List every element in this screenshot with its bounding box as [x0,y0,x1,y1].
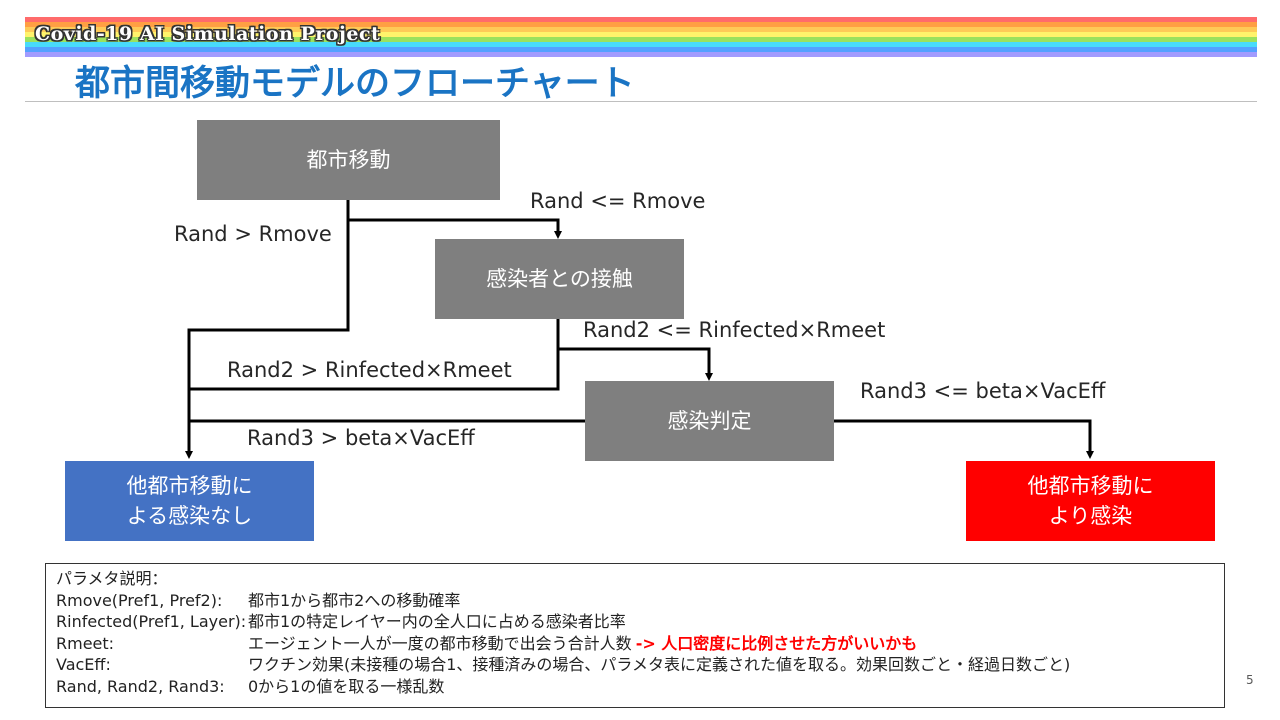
node-contact-infected: 感染者との接触 [435,239,684,319]
rainbow-stripe [25,37,1257,42]
legend-desc: ワクチン効果(未接種の場合1、接種済みの場合、パラメタ表に定義された値を取る。効… [248,655,1071,674]
edge-move-no [185,220,350,459]
legend-desc: 都市1から都市2への移動確率 [248,590,461,610]
label-judge-no: Rand3 > beta×VacEff [247,426,475,450]
page-number: 5 [1246,673,1254,687]
legend-row: VacEff: ワクチン効果(未接種の場合1、接種済みの場合、パラメタ表に定義さ… [56,654,1214,676]
legend-desc: 0から1の値を取る一様乱数 [248,676,445,696]
node-city-move: 都市移動 [197,120,500,200]
rainbow-stripe [25,27,1257,32]
legend-key: Rinfected(Pref1, Layer): [56,612,247,631]
label-contact-yes: Rand2 <= Rinfected×Rmeet [583,318,886,342]
node-no-infection: 他都市移動に よる感染なし [65,461,314,541]
node-infection: 他都市移動に より感染 [966,461,1215,541]
label-contact-no: Rand2 > Rinfected×Rmeet [227,358,512,382]
rainbow-stripe [25,32,1257,37]
legend-key: Rand, Rand2, Rand3: [56,676,225,696]
edge-judge-yes [834,419,1094,459]
edge-contact-no [189,349,560,391]
rainbow-stripes [25,17,1257,57]
parameter-legend: パラメタ説明： Rmove(Pref1, Pref2): 都市1から都市2への移… [45,563,1225,708]
rainbow-stripe [25,22,1257,27]
legend-row: Rinfected(Pref1, Layer): 都市1の特定レイヤー内の全人口… [56,611,1214,633]
legend-note: -> 人口密度に比例させた方がいいかも [635,633,918,653]
rainbow-stripe [25,47,1257,52]
legend-desc: エージェント一人が一度の都市移動で出会う合計人数 [248,633,632,653]
legend-key: Rmove(Pref1, Pref2): [56,590,223,610]
legend-key: Rmeet: [56,633,115,653]
title-divider [25,101,1257,102]
page-title: 都市間移動モデルのフローチャート [75,64,635,104]
node-infection-judgement: 感染判定 [585,381,834,461]
rainbow-stripe [25,42,1257,47]
rainbow-banner: Covid-19 AI Simulation Project [25,17,1257,57]
rainbow-stripe [25,52,1257,57]
edge-contact-yes [556,319,713,381]
edge-move-yes [346,200,562,239]
legend-desc: 都市1の特定レイヤー内の全人口に占める感染者比率 [248,612,626,631]
rainbow-stripe [25,17,1257,22]
banner-title: Covid-19 AI Simulation Project [35,23,381,45]
legend-key: VacEff: [56,655,111,674]
label-judge-yes: Rand3 <= beta×VacEff [860,379,1106,403]
legend-heading: パラメタ説明： [56,569,168,588]
legend-row: Rmove(Pref1, Pref2): 都市1から都市2への移動確率 [56,590,1214,612]
label-move-no: Rand > Rmove [174,222,332,246]
label-move-yes: Rand <= Rmove [530,189,706,213]
legend-row: Rand, Rand2, Rand3: 0から1の値を取る一様乱数 [56,676,1214,698]
legend-row: Rmeet: エージェント一人が一度の都市移動で出会う合計人数 -> 人口密度に… [56,633,1214,655]
